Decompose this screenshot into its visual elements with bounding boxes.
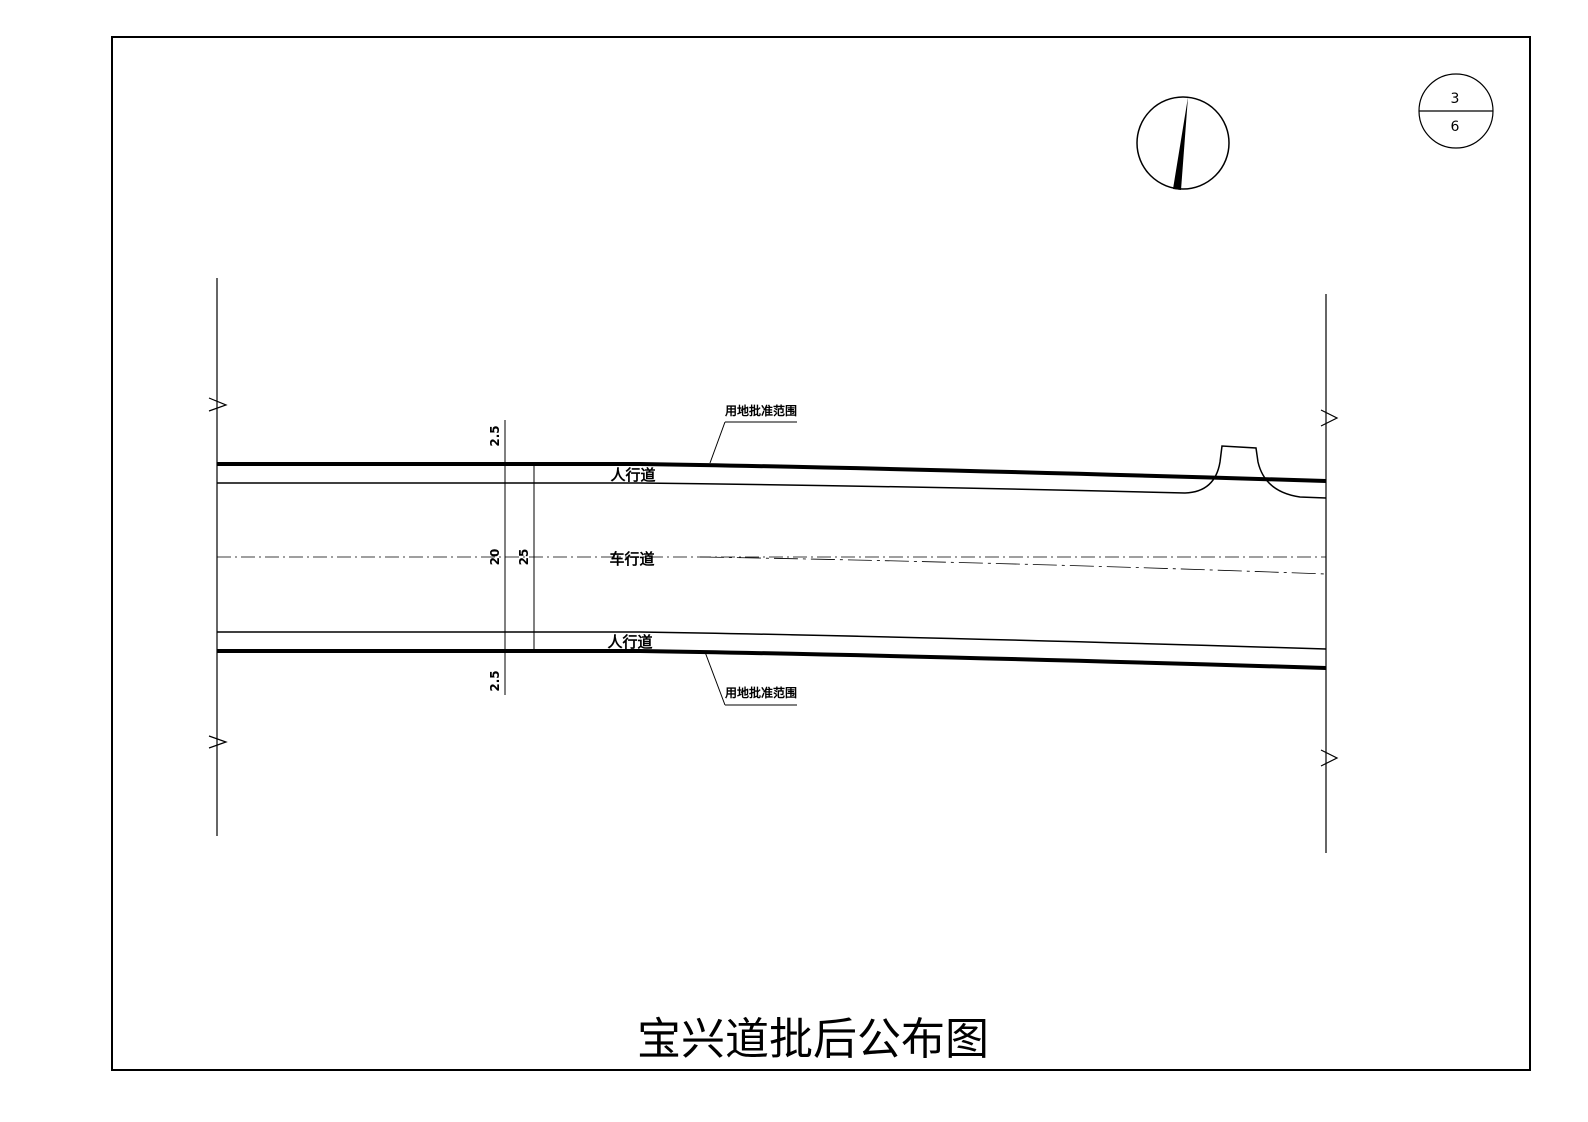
dimension-lines xyxy=(500,420,540,695)
label-sidewalk-top: 人行道 xyxy=(610,466,655,484)
label-sidewalk-bottom: 人行道 xyxy=(607,633,652,651)
land-boundary-bottom-line xyxy=(217,649,1327,670)
dim-bottom-sidewalk: 2.5 xyxy=(488,670,502,691)
sheet-total: 6 xyxy=(1451,119,1460,135)
curb-line-top xyxy=(217,445,1327,499)
dim-total: 25 xyxy=(517,549,531,566)
sheet-number: 3 xyxy=(1451,91,1460,107)
dim-carriageway: 20 xyxy=(488,549,502,566)
north-arrow-icon xyxy=(1136,96,1230,190)
land-boundary-top-line xyxy=(217,462,1327,483)
centerline-curved xyxy=(699,556,1327,575)
sheet-number-badge: 3 6 xyxy=(1418,73,1494,149)
dim-top-sidewalk: 2.5 xyxy=(488,425,502,446)
label-land-boundary-top: 用地批准范围 xyxy=(724,403,797,418)
curb-line-bottom xyxy=(217,631,1327,650)
label-carriageway: 车行道 xyxy=(609,550,654,568)
drawing-frame xyxy=(111,36,1531,1071)
break-lines xyxy=(208,278,1339,853)
drawing-title: 宝兴道批后公布图 xyxy=(637,1014,989,1065)
road-edges xyxy=(217,445,1327,670)
label-land-boundary-bottom: 用地批准范围 xyxy=(724,685,797,700)
leader-lines xyxy=(704,421,797,706)
